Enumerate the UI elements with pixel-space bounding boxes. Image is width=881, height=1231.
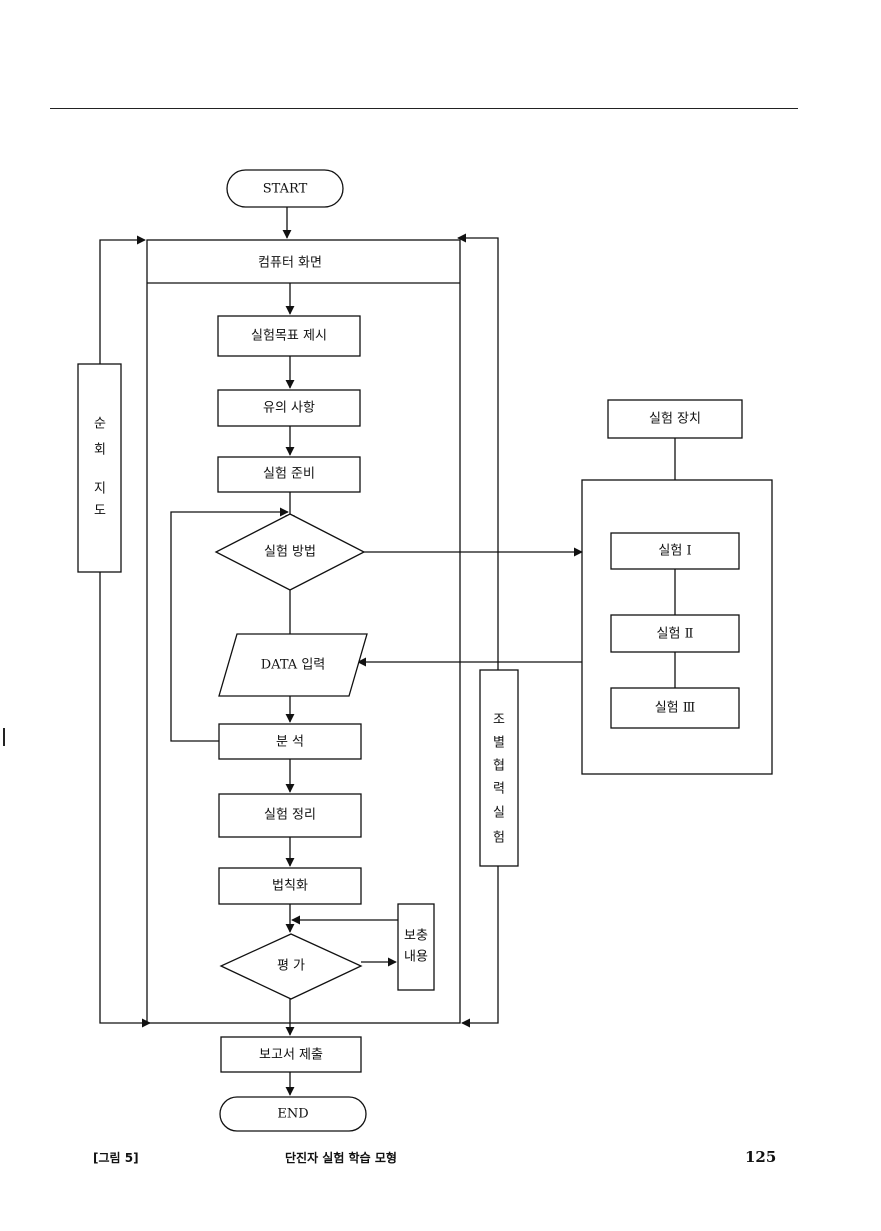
data-input-parallelogram <box>218 633 368 697</box>
analysis-label: 분 석 <box>276 735 304 750</box>
objective-label: 실험목표 제시 <box>251 329 327 344</box>
top-rule <box>50 108 798 109</box>
analysis-box <box>218 723 362 760</box>
loop-patrol-bottom <box>99 572 151 1028</box>
evaluation-decision <box>219 933 363 1000</box>
supplement-box <box>397 903 435 991</box>
report-label: 보고서 제출 <box>259 1048 323 1063</box>
cautions-box <box>217 389 361 427</box>
exp1-box <box>610 532 740 570</box>
exp2-label: 실험 Ⅱ <box>657 627 694 642</box>
main-frame <box>146 239 461 1024</box>
experiment-group-frame <box>581 479 773 775</box>
apparatus-box <box>607 399 743 439</box>
summary-label: 실험 정리 <box>264 808 316 823</box>
data-input-label: DATA 입력 <box>261 658 326 673</box>
figure-label: [그림 5] <box>93 1151 139 1165</box>
end-terminal <box>219 1096 367 1132</box>
preparation-label: 실험 준비 <box>263 467 315 482</box>
margin-mark <box>3 728 5 746</box>
group-char: 협 <box>493 759 505 774</box>
group-char: 별 <box>493 736 505 751</box>
exp3-box <box>610 687 740 729</box>
patrol-char: 회 <box>94 443 106 458</box>
method-label: 실험 방법 <box>264 545 316 560</box>
group-box <box>479 669 519 867</box>
patrol-char: 지 <box>94 482 106 497</box>
exp2-box <box>610 614 740 653</box>
figure-title: 단진자 실험 학습 모형 <box>285 1151 397 1165</box>
exp3-label: 실험 Ⅲ <box>655 701 696 716</box>
supplement-line: 내용 <box>404 950 428 965</box>
preparation-box <box>217 456 361 493</box>
group-char: 험 <box>493 831 505 846</box>
computer-screen-label: 컴퓨터 화면 <box>258 256 322 271</box>
patrol-box <box>77 363 122 573</box>
group-char: 력 <box>493 782 505 797</box>
end-label: END <box>277 1107 308 1122</box>
patrol-char: 도 <box>94 504 106 519</box>
page-number: 125 <box>745 1148 777 1166</box>
group-char: 조 <box>493 713 505 728</box>
report-box <box>220 1036 362 1073</box>
objective-box <box>217 315 361 357</box>
generalization-box <box>218 867 362 905</box>
summary-box <box>218 793 362 838</box>
evaluation-label: 평 가 <box>277 959 305 974</box>
loop-group-top <box>457 233 499 670</box>
apparatus-label: 실험 장치 <box>649 412 701 427</box>
cautions-label: 유의 사항 <box>263 401 315 416</box>
patrol-char: 순 <box>94 417 106 432</box>
loop-group-bottom <box>461 866 499 1028</box>
group-char: 실 <box>493 806 505 821</box>
start-terminal <box>226 169 344 208</box>
loop-analysis-to-method <box>170 507 289 742</box>
exp1-label: 실험 Ⅰ <box>658 544 691 559</box>
generalization-label: 법칙화 <box>272 879 308 894</box>
method-decision <box>214 513 366 591</box>
supplement-line: 보충 <box>404 929 428 944</box>
loop-patrol-top <box>99 235 146 364</box>
start-label: START <box>263 182 308 197</box>
